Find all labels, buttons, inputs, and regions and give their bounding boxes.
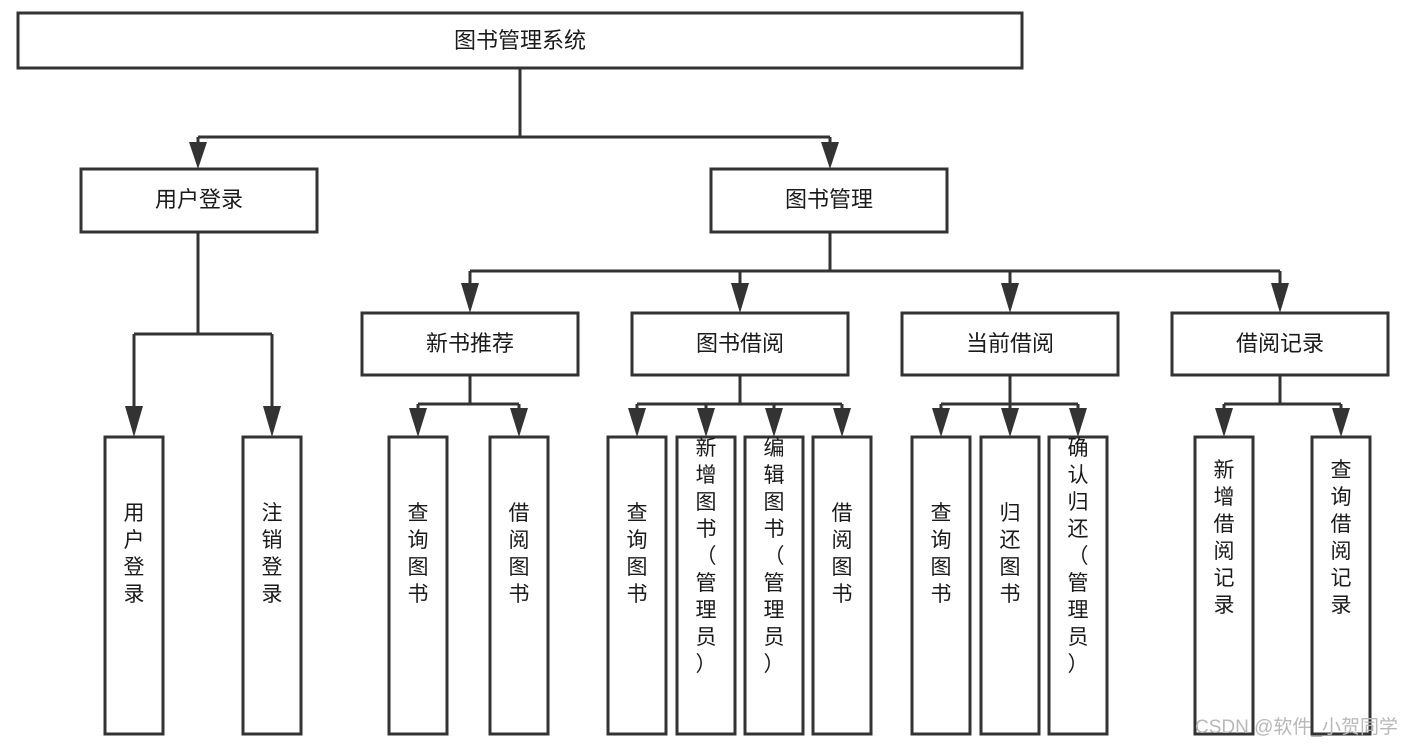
leaf-borrow-book-2-box[interactable] <box>811 435 873 736</box>
leaf-return-book-box[interactable] <box>979 435 1041 736</box>
leaf-confirm-return-box[interactable] <box>1047 435 1109 736</box>
leaf-user-login[interactable]: 用户登录 <box>103 435 165 736</box>
node-current-borrow-box[interactable] <box>900 311 1120 377</box>
node-book-manage[interactable]: 图书管理 <box>709 167 949 234</box>
node-book-manage-label: 图书管理 <box>785 187 873 212</box>
leaf-borrow-book-2-label: 借阅图书 <box>832 502 853 606</box>
node-book-manage-box[interactable] <box>709 167 949 234</box>
leaf-query-book-2[interactable]: 查询图书 <box>606 435 668 736</box>
arrow-head-book-borrow <box>731 283 749 313</box>
leaf-borrow-book-1-label: 借阅图书 <box>509 502 530 606</box>
node-borrow-record-box[interactable] <box>1170 311 1390 377</box>
leaf-query-book-2-box[interactable] <box>606 435 668 736</box>
leaf-confirm-return[interactable]: 确认归还（管理员） <box>1047 435 1109 736</box>
leaf-logout-login-label: 注销登录 <box>262 502 283 606</box>
watermark-label: CSDN @软件_小贺同学 <box>1195 716 1398 738</box>
leaf-return-book-label: 归还图书 <box>1000 502 1021 606</box>
leaf-edit-book[interactable]: 编辑图书（管理员） <box>743 435 805 736</box>
arrow-head-leaf-confirm-return <box>1069 408 1087 437</box>
leaf-add-book-label: 新增图书（管理员） <box>696 437 717 676</box>
leaf-borrow-book-1-box[interactable] <box>488 435 550 736</box>
connector-group-book-manage <box>461 232 1289 313</box>
arrow-head-leaf-user-login <box>125 406 143 437</box>
node-user-login-label: 用户登录 <box>155 187 243 212</box>
leaf-query-book-3-box[interactable] <box>910 435 972 736</box>
node-current-borrow-label: 当前借阅 <box>966 331 1054 356</box>
node-new-book-recommend[interactable]: 新书推荐 <box>360 311 580 377</box>
node-borrow-record[interactable]: 借阅记录 <box>1170 311 1390 377</box>
leaf-borrow-book-1[interactable]: 借阅图书 <box>488 435 550 736</box>
node-user-login[interactable]: 用户登录 <box>79 167 319 234</box>
arrow-head-new-book-recommend <box>461 283 479 313</box>
node-book-borrow[interactable]: 图书借阅 <box>630 311 850 377</box>
leaf-query-book-3-label: 查询图书 <box>931 502 952 606</box>
leaf-query-book-1-box[interactable] <box>387 435 449 736</box>
connector-group-current-borrow <box>932 375 1087 437</box>
leaf-confirm-return-label: 确认归还（管理员） <box>1068 437 1089 676</box>
node-book-borrow-label: 图书借阅 <box>696 331 784 356</box>
connector-group-book-borrow <box>628 375 851 437</box>
leaf-add-record-label: 新增借阅记录 <box>1214 459 1235 617</box>
arrow-head-current-borrow <box>1001 283 1019 313</box>
connector-group-user-login <box>125 232 281 437</box>
node-new-book-recommend-box[interactable] <box>360 311 580 377</box>
arrow-head-leaf-return-book <box>1001 408 1019 437</box>
leaf-query-book-1-label: 查询图书 <box>408 502 429 606</box>
leaf-user-login-label: 用户登录 <box>124 502 145 606</box>
node-book-borrow-box[interactable] <box>630 311 850 377</box>
leaf-add-book-box[interactable] <box>675 435 737 736</box>
arrow-head-leaf-borrow-book-1 <box>510 408 528 437</box>
leaf-return-book[interactable]: 归还图书 <box>979 435 1041 736</box>
node-new-book-recommend-label: 新书推荐 <box>426 331 514 356</box>
arrow-head-user-login <box>189 142 207 169</box>
leaf-query-book-2-label: 查询图书 <box>627 502 648 606</box>
arrow-head-leaf-query-book-1 <box>409 408 427 437</box>
node-borrow-record-label: 借阅记录 <box>1236 331 1324 356</box>
arrow-head-leaf-borrow-book-2 <box>833 408 851 437</box>
connector-group-root <box>189 68 839 169</box>
arrow-head-leaf-add-book <box>697 408 715 437</box>
node-root-label: 图书管理系统 <box>454 28 586 53</box>
leaf-add-record-box[interactable] <box>1193 435 1255 736</box>
leaf-add-record[interactable]: 新增借阅记录 <box>1193 435 1255 736</box>
leaf-query-record[interactable]: 查询借阅记录 <box>1310 435 1372 736</box>
node-user-login-box[interactable] <box>79 167 319 234</box>
connector-group-borrow-record <box>1215 375 1350 437</box>
leaf-edit-book-label: 编辑图书（管理员） <box>764 437 785 676</box>
leaf-logout-login[interactable]: 注销登录 <box>241 435 303 736</box>
node-root[interactable]: 图书管理系统 <box>16 11 1024 70</box>
leaf-edit-book-box[interactable] <box>743 435 805 736</box>
arrow-head-leaf-query-record <box>1332 408 1350 437</box>
leaf-query-book-3[interactable]: 查询图书 <box>910 435 972 736</box>
arrow-head-borrow-record <box>1271 283 1289 313</box>
arrow-head-leaf-add-record <box>1215 408 1233 437</box>
arrow-head-book-manage <box>821 142 839 169</box>
node-root-box[interactable] <box>16 11 1024 70</box>
connector-group-new-book-recommend <box>409 375 528 437</box>
leaf-logout-login-box[interactable] <box>241 435 303 736</box>
leaf-query-record-label: 查询借阅记录 <box>1331 459 1352 617</box>
arrow-head-leaf-edit-book <box>765 408 783 437</box>
leaf-query-record-box[interactable] <box>1310 435 1372 736</box>
leaf-user-login-box[interactable] <box>103 435 165 736</box>
arrow-head-leaf-query-book-3 <box>932 408 950 437</box>
arrow-head-leaf-query-book-2 <box>628 408 646 437</box>
leaf-add-book[interactable]: 新增图书（管理员） <box>675 435 737 736</box>
node-current-borrow[interactable]: 当前借阅 <box>900 311 1120 377</box>
leaf-borrow-book-2[interactable]: 借阅图书 <box>811 435 873 736</box>
arrow-head-leaf-logout-login <box>263 406 281 437</box>
leaf-query-book-1[interactable]: 查询图书 <box>387 435 449 736</box>
